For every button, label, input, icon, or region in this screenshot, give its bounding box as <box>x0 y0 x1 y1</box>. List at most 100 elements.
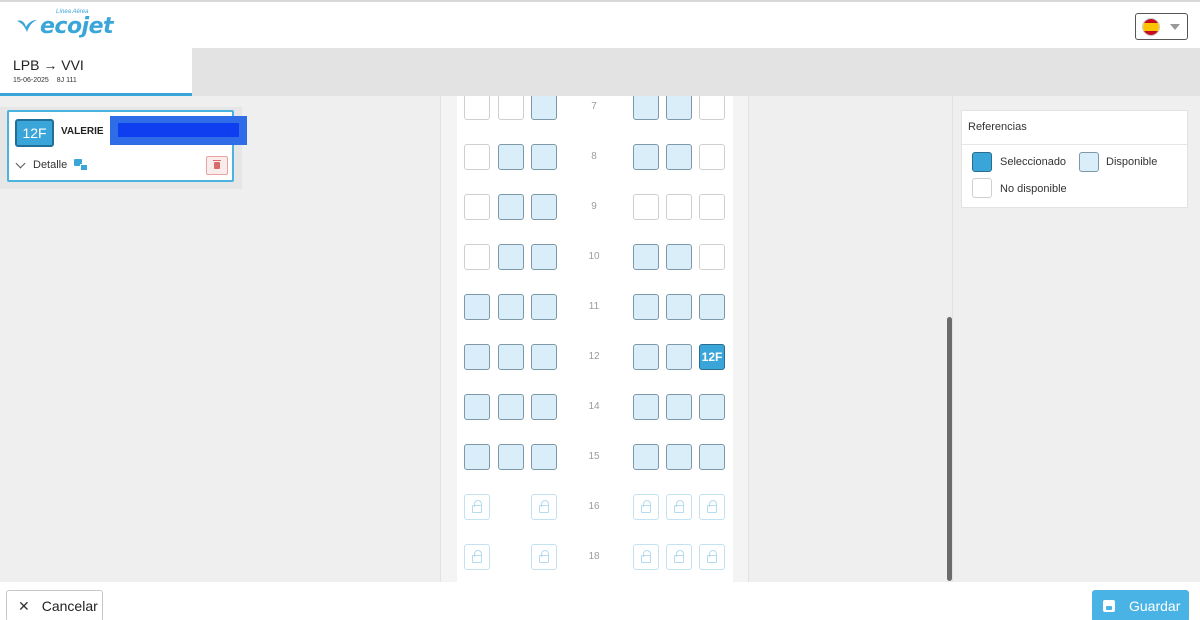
seat-11A[interactable] <box>464 294 490 320</box>
seat-11D[interactable] <box>633 294 659 320</box>
passenger-name: VALERIE <box>61 126 104 137</box>
delete-button[interactable] <box>206 156 228 175</box>
legend-available-swatch <box>1079 152 1099 172</box>
row-number-16: 16 <box>588 501 600 512</box>
seat-7F <box>699 96 725 120</box>
seat-7D[interactable] <box>633 96 659 120</box>
seat-14D[interactable] <box>633 394 659 420</box>
seat-16D <box>633 494 659 520</box>
row-number-7: 7 <box>591 101 597 112</box>
route-meta: 15-06-2025 8J 111 <box>13 77 192 84</box>
seat-7A <box>464 96 490 120</box>
chevron-down-icon <box>15 158 26 168</box>
seat-18F <box>699 544 725 570</box>
row-number-8: 8 <box>591 151 597 162</box>
flight-date: 15-06-2025 <box>13 77 49 84</box>
seat-8A <box>464 144 490 170</box>
spain-flag-icon <box>1142 17 1160 36</box>
seat-12C[interactable] <box>531 344 557 370</box>
lock-icon <box>472 550 482 563</box>
row-number-15: 15 <box>588 451 600 462</box>
seat-11E[interactable] <box>666 294 692 320</box>
seat-9A <box>464 194 490 220</box>
seat-9B[interactable] <box>498 194 524 220</box>
detail-label: Detalle <box>33 159 68 171</box>
seat-14C[interactable] <box>531 394 557 420</box>
save-button[interactable]: Guardar <box>1092 590 1189 620</box>
save-label: Guardar <box>1129 598 1181 614</box>
footer-bar: ✕ Cancelar Guardar <box>0 582 1200 620</box>
row-number-10: 10 <box>588 251 600 262</box>
flight-tabs-bar: LPB → VVI 15-06-2025 8J 111 <box>0 48 1200 96</box>
seat-12E[interactable] <box>666 344 692 370</box>
seat-15D[interactable] <box>633 444 659 470</box>
legend-selected-label: Seleccionado <box>1000 156 1067 168</box>
seat-10C[interactable] <box>531 244 557 270</box>
legend-selected-swatch <box>972 152 992 172</box>
seat-15C[interactable] <box>531 444 557 470</box>
seat-14F[interactable] <box>699 394 725 420</box>
cancel-button[interactable]: ✕ Cancelar <box>6 590 103 620</box>
seat-15A[interactable] <box>464 444 490 470</box>
tab-flight-route[interactable]: LPB → VVI 15-06-2025 8J 111 <box>0 48 192 96</box>
references-card: Referencias Seleccionado Disponible No d… <box>961 110 1188 208</box>
seat-12B[interactable] <box>498 344 524 370</box>
passenger-seat-badge[interactable]: 12F <box>15 119 54 147</box>
seat-10D[interactable] <box>633 244 659 270</box>
lock-icon <box>707 500 717 513</box>
seat-18C <box>531 544 557 570</box>
route-title: LPB → VVI <box>13 57 84 73</box>
seat-12A[interactable] <box>464 344 490 370</box>
seat-12F[interactable]: 12F <box>699 344 725 370</box>
logo-text: ecojet <box>40 13 114 39</box>
divider <box>962 144 1187 145</box>
redaction-box-inner <box>118 123 239 137</box>
ecojet-logo[interactable]: Línea Aérea ecojet <box>16 9 114 40</box>
bird-icon <box>17 20 37 32</box>
legend-available-label: Disponible <box>1106 156 1158 168</box>
language-selector[interactable] <box>1135 13 1188 40</box>
seat-16A <box>464 494 490 520</box>
detail-toggle[interactable]: Detalle <box>15 158 89 171</box>
seat-8C[interactable] <box>531 144 557 170</box>
lock-icon <box>674 550 684 563</box>
seat-18E <box>666 544 692 570</box>
trash-icon <box>213 160 221 169</box>
seat-9D <box>633 194 659 220</box>
seat-11F[interactable] <box>699 294 725 320</box>
seat-11B[interactable] <box>498 294 524 320</box>
seat-7E[interactable] <box>666 96 692 120</box>
seat-8E[interactable] <box>666 144 692 170</box>
seat-11C[interactable] <box>531 294 557 320</box>
seat-10F <box>699 244 725 270</box>
seat-14E[interactable] <box>666 394 692 420</box>
lock-icon <box>641 550 651 563</box>
seat-15F[interactable] <box>699 444 725 470</box>
lock-icon <box>641 500 651 513</box>
legend-unavailable-swatch <box>972 178 992 198</box>
seat-10A <box>464 244 490 270</box>
lock-icon <box>472 500 482 513</box>
seat-16C <box>531 494 557 520</box>
seat-8D[interactable] <box>633 144 659 170</box>
close-icon: ✕ <box>18 597 30 614</box>
seat-swap-icon[interactable] <box>74 159 89 171</box>
caret-down-icon <box>1170 24 1180 30</box>
cancel-label: Cancelar <box>41 598 98 614</box>
seat-15B[interactable] <box>498 444 524 470</box>
seat-14B[interactable] <box>498 394 524 420</box>
seat-16E <box>666 494 692 520</box>
seat-12D[interactable] <box>633 344 659 370</box>
seat-9F <box>699 194 725 220</box>
seat-7C[interactable] <box>531 96 557 120</box>
save-icon <box>1103 600 1115 612</box>
seat-9C[interactable] <box>531 194 557 220</box>
seat-8F <box>699 144 725 170</box>
seat-10E[interactable] <box>666 244 692 270</box>
seat-10B[interactable] <box>498 244 524 270</box>
seat-14A[interactable] <box>464 394 490 420</box>
seat-8B[interactable] <box>498 144 524 170</box>
scrollbar[interactable] <box>947 317 952 581</box>
seat-15E[interactable] <box>666 444 692 470</box>
flight-number: 8J 111 <box>56 77 77 84</box>
